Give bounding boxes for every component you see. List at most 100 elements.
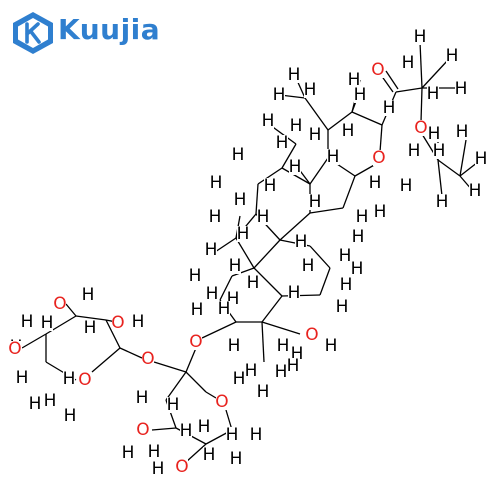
atom-label-bg [136, 390, 148, 406]
oxygen-atom-label: O [305, 325, 318, 345]
atom-label-bg [148, 444, 160, 460]
atom-label-bg [209, 209, 221, 225]
hydrogen-atom-label: H [232, 145, 245, 165]
hydrogen-atom-label: H [247, 273, 260, 293]
atom-label-bg [82, 287, 94, 303]
hydrogen-atom-label: H [210, 173, 223, 193]
hydrogen-atom-label: H [352, 227, 365, 247]
atom-label-bg [54, 296, 66, 312]
atom-label-bg [79, 372, 91, 388]
hydrogen-atom-label: H [63, 369, 76, 389]
atom-label-bg [446, 48, 458, 64]
atom-label-bg [427, 86, 439, 102]
atom-label-bg [191, 302, 203, 318]
atom-label-bg [176, 459, 188, 475]
atom-label-bg [356, 209, 368, 225]
hydrogen-atom-label: H [455, 79, 468, 99]
atom-label-bg [237, 226, 249, 242]
atom-label-bg [340, 277, 352, 293]
hydrogen-atom-label: H [446, 46, 459, 66]
atom-label-bg [339, 248, 351, 264]
atom-label-bg [142, 351, 154, 367]
atom-label-bg [232, 147, 244, 163]
atom-label-bg [264, 178, 276, 194]
hydrogen-atom-label: H [191, 300, 204, 320]
hydrogen-atom-label: H [369, 173, 382, 193]
hydrogen-atom-label: H [428, 124, 441, 144]
atom-label-bg [245, 363, 257, 379]
hydrogen-atom-label: H [152, 459, 165, 479]
hydrogen-atom-label: H [302, 256, 315, 276]
atom-label-bg [402, 55, 414, 71]
atom-label-bg [304, 82, 316, 98]
atom-label-bg [132, 314, 144, 330]
atom-label-bg [383, 100, 395, 116]
oxygen-atom-label: O [175, 457, 188, 477]
atom-label-bg [277, 338, 289, 354]
atom-label-bg [9, 341, 21, 357]
atom-label-bg [210, 175, 222, 191]
atom-label-bg [228, 338, 240, 354]
brand-name: Kuujia [58, 13, 161, 46]
hydrogen-atom-label: H [276, 133, 289, 153]
atom-label-bg [276, 135, 288, 151]
atom-label-bg [29, 396, 41, 412]
hydrogen-atom-label: H [400, 176, 413, 196]
hexagon-k-icon [13, 12, 53, 54]
hydrogen-atom-label: H [132, 312, 145, 332]
atom-label-bg [257, 384, 269, 400]
atom-label-bg [469, 183, 481, 199]
hydrogen-atom-label: H [309, 125, 322, 145]
hydrogen-atom-label: H [327, 147, 340, 167]
atom-label-bg [189, 268, 201, 284]
atom-label-bg [287, 358, 299, 374]
atom-label-bg [327, 149, 339, 165]
oxygen-atom-label: O [189, 332, 202, 352]
hydrogen-atom-label: H [408, 141, 421, 161]
hydrogen-atom-label: H [264, 176, 277, 196]
atom-label-bg [198, 419, 210, 435]
atom-label-bg [325, 338, 337, 354]
atom-label-bg [41, 315, 53, 331]
hydrogen-atom-label: H [304, 80, 317, 100]
atom-label-bg [288, 285, 300, 301]
atom-label-bg [190, 334, 202, 350]
atom-label-bg [475, 151, 487, 167]
hydrogen-atom-label: H [288, 65, 301, 85]
atom-label-bg [428, 126, 440, 142]
hydrogen-atom-label: H [273, 85, 286, 105]
atom-label-bg [206, 286, 218, 302]
hydrogen-atom-label: H [234, 190, 247, 210]
hydrogen-atom-label: H [230, 449, 243, 469]
atom-label-bg [275, 364, 287, 380]
hydrogen-atom-label: H [309, 192, 322, 212]
hydrogen-atom-label: H [356, 207, 369, 227]
atom-label-bg [289, 159, 301, 175]
atom-label-bg [354, 87, 366, 103]
hydrogen-atom-label: H [289, 157, 302, 177]
hydrogen-atom-label: H [167, 395, 180, 415]
bond-lines [21, 41, 479, 463]
atom-label-bg [84, 320, 96, 336]
hydrogen-atom-label: H [257, 207, 270, 227]
hydrogen-atom-label: H [180, 421, 193, 441]
atom-label-bg [373, 150, 385, 166]
hydrogen-atom-label: H [229, 256, 242, 276]
hydrogen-atom-label: H [277, 336, 290, 356]
atom-label-bg [16, 370, 28, 386]
hydrogen-atom-label: H [262, 111, 275, 131]
atom-label-bg [257, 209, 269, 225]
hydrogen-atom-label: H [82, 285, 95, 305]
oxygen-atom-label: O [141, 349, 154, 369]
oxygen-atom-label: O [53, 294, 66, 314]
oxygen-atom-label: O [414, 118, 427, 138]
hydrogen-atom-label: H [226, 425, 239, 445]
hydrogen-atom-label: H [456, 122, 469, 142]
hydrogen-atom-label: H [325, 336, 338, 356]
hydrogen-atom-label: H [427, 84, 440, 104]
atom-label-bg [456, 124, 468, 140]
hydrogen-atom-label: H [287, 356, 300, 376]
hydrogen-atom-label: H [374, 202, 387, 222]
hydrogen-atom-label: H [351, 259, 364, 279]
